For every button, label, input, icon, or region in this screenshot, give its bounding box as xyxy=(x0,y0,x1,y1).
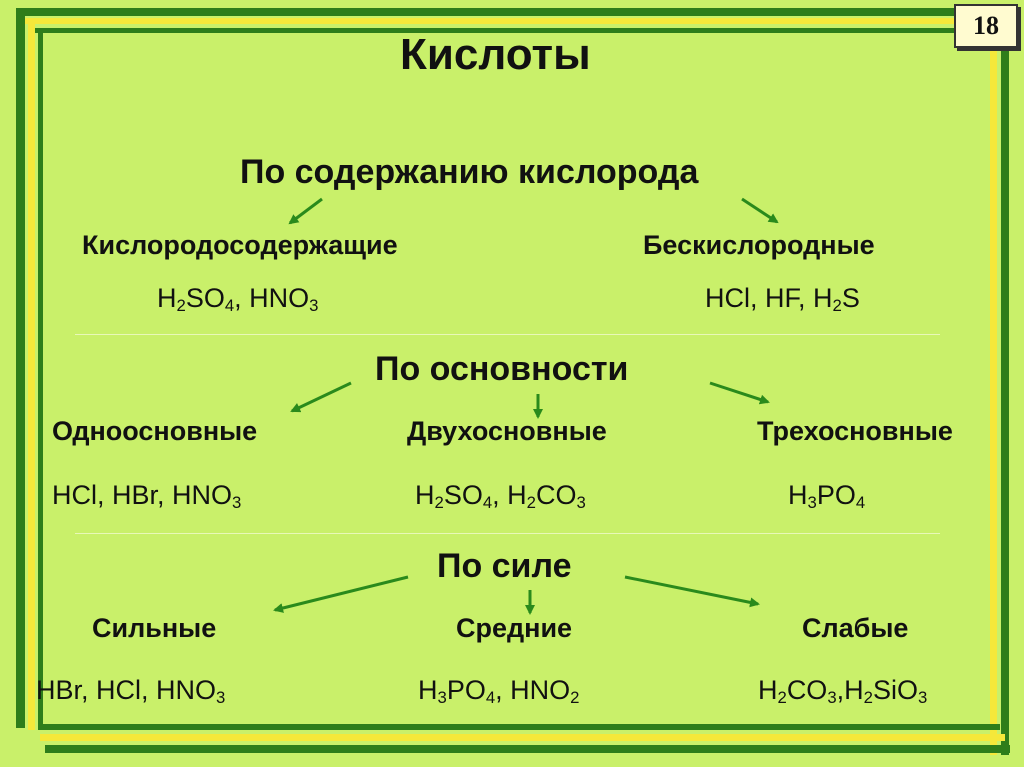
formula-dibasic: H2SO4, H2CO3 xyxy=(415,480,586,513)
arrow-icon xyxy=(288,197,323,225)
frame-bar-right-yellow xyxy=(990,40,997,755)
arrow-icon xyxy=(290,381,352,413)
formula-medium: H3PO4, HNO2 xyxy=(418,675,580,708)
label-oxygen-free: Бескислородные xyxy=(643,230,875,260)
frame-bar-left-yellow xyxy=(28,20,35,730)
arrow-icon xyxy=(624,575,760,608)
label-dibasic: Двухосновные xyxy=(407,416,607,446)
formula-weak: H2CO3,H2SiO3 xyxy=(758,675,928,708)
frame-bar-left-dark xyxy=(16,8,25,728)
arrow-icon xyxy=(741,197,779,224)
frame-bar-right-dark xyxy=(1001,30,1009,755)
frame-bar-top-dark xyxy=(20,8,955,16)
frame-bar-bottom-yellow xyxy=(40,734,1005,741)
frame-bar-top-yellow xyxy=(20,18,955,24)
formula-oxygen-containing: H2SO4, HNO3 xyxy=(157,283,319,316)
label-weak: Слабые xyxy=(802,613,909,643)
label-oxygen-containing: Кислородосодержащие xyxy=(82,230,398,260)
frame-bar-left-dark-2 xyxy=(38,30,43,730)
page-number-badge: 18 xyxy=(954,4,1018,48)
label-strong: Сильные xyxy=(92,613,217,643)
frame-bar-top-dark-2 xyxy=(30,28,1010,33)
frame-bar-bottom-dark-2 xyxy=(45,745,1010,753)
formula-tribasic: H3PO4 xyxy=(788,480,866,513)
formula-oxygen-free: HCl, HF, H2S xyxy=(705,283,860,316)
heading-oxygen-content: По содержанию кислорода xyxy=(240,153,699,191)
heading-basicity: По основности xyxy=(375,350,629,388)
label-monobasic: Одноосновные xyxy=(52,416,258,446)
label-tribasic: Трехосновные xyxy=(757,416,953,446)
slide-title: Кислоты xyxy=(400,30,591,79)
separator-1 xyxy=(75,334,940,335)
heading-strength: По силе xyxy=(437,547,572,585)
formula-monobasic: HCl, HBr, HNO3 xyxy=(52,480,242,513)
frame-bar-bottom-dark xyxy=(40,724,1000,730)
formula-strong: HBr, HCl, HNO3 xyxy=(36,675,226,708)
separator-2 xyxy=(75,533,940,534)
arrow-icon xyxy=(709,381,770,405)
arrow-icon xyxy=(273,575,409,613)
label-medium: Средние xyxy=(456,613,573,643)
